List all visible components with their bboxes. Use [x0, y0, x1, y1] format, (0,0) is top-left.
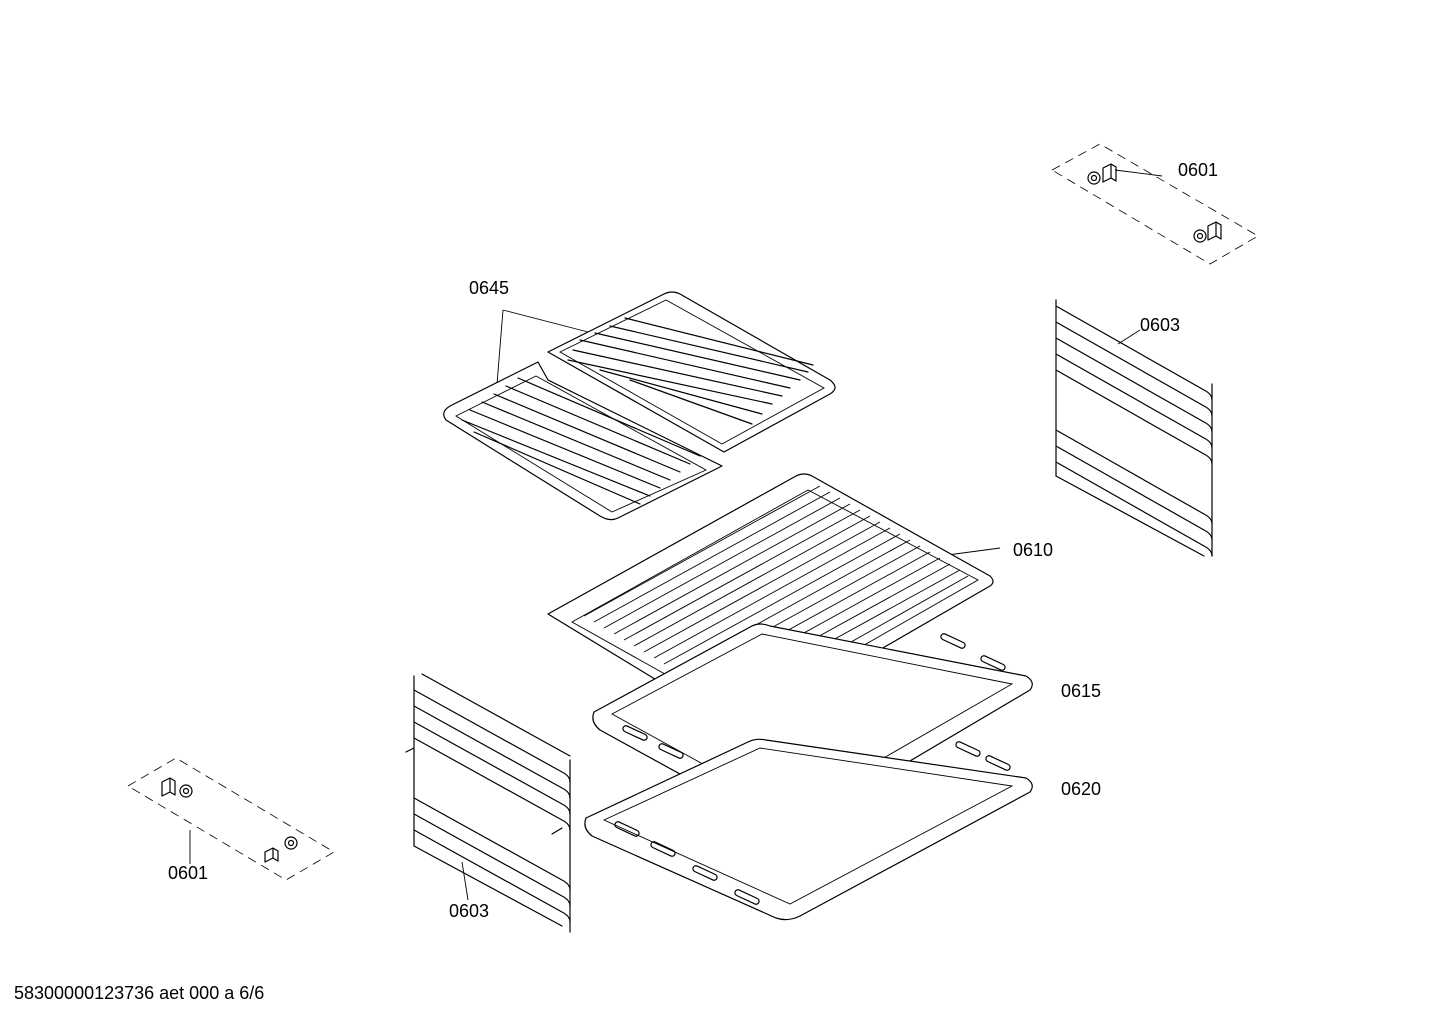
part-number-label: 0601: [168, 863, 209, 883]
side-rail-right: [1055, 299, 1213, 557]
clip-kit-left: [127, 757, 335, 881]
part-number-label: 0603: [449, 901, 490, 921]
part-number-label: 0603: [1140, 315, 1181, 335]
clip-screw-icon: [1087, 163, 1117, 185]
part-number-label: 0601: [1178, 160, 1219, 180]
clip-kit-top: [1051, 143, 1259, 265]
part-number-label: 0620: [1061, 779, 1102, 799]
grill-trays: [443, 291, 836, 521]
wire-rack: [547, 473, 1001, 729]
clip-screw-icon: [1193, 221, 1222, 243]
document-id-footer: 58300000123736 aet 000 a 6/6: [14, 983, 265, 1003]
clip-screw-icon: [264, 836, 298, 863]
side-rail-left: [405, 673, 571, 933]
part-number-label: 0610: [1013, 540, 1054, 560]
clip-screw-icon: [161, 777, 193, 798]
part-number-label: 0645: [469, 278, 510, 298]
part-number-label: 0615: [1061, 681, 1102, 701]
deep-tray: [584, 738, 1033, 921]
